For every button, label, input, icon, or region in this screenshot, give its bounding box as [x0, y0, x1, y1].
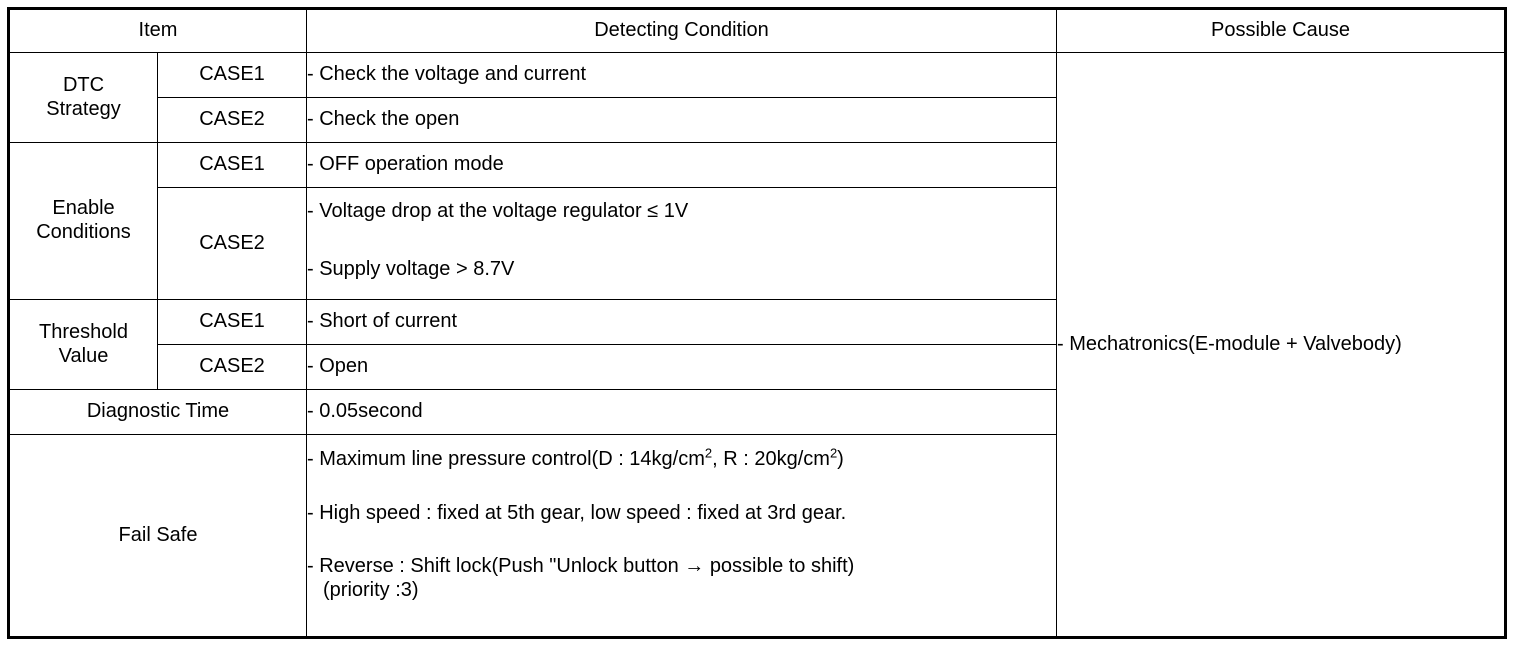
condition-threshold-case1: - Short of current [306, 299, 1057, 345]
case-label-threshold-case1: CASE1 [157, 299, 307, 345]
item-label-diagnostic-time: Diagnostic Time [8, 389, 307, 435]
header-possible-cause: Possible Cause [1056, 8, 1506, 53]
condition-enable-case2: - Voltage drop at the voltage regulator … [306, 187, 1057, 300]
item-label-fail-safe: Fail Safe [8, 434, 307, 638]
table-header-row: Item Detecting Condition Possible Cause [8, 8, 1506, 53]
table-row-enable-conditions-case2: CASE2 - Voltage drop at the voltage regu… [9, 187, 1506, 300]
condition-diagnostic-time: - 0.05second [306, 389, 1057, 435]
fail-safe-line-1-sup2: 2 [829, 445, 838, 461]
condition-enable-case1: - OFF operation mode [306, 142, 1057, 188]
case-label-threshold-case2: CASE2 [157, 344, 307, 390]
table-row-fail-safe: Fail Safe - Maximum line pressure contro… [8, 434, 1506, 638]
fail-safe-line-3: - Reverse : Shift lock(Push "Unlock butt… [307, 555, 855, 578]
condition-dtc-case1: - Check the voltage and current [306, 52, 1057, 98]
fail-safe-spacer-2 [307, 525, 1056, 555]
table-row-dtc-strategy-case2: CASE2 - Check the open [9, 97, 1506, 143]
fail-safe-line-1: - Maximum line pressure control(D : 14kg… [307, 445, 1056, 472]
item-label-dtc-strategy: DTC Strategy [8, 52, 158, 143]
case-label-dtc-case1: CASE1 [157, 52, 307, 98]
item-label-threshold-value-line2: Value [58, 344, 109, 367]
table-row-diagnostic-time: Diagnostic Time - 0.05second [8, 389, 1506, 435]
dtc-diagnostic-table: Item Detecting Condition Possible Cause … [7, 7, 1507, 639]
possible-cause-cell: - Mechatronics(E-module + Valvebody) [1056, 52, 1506, 638]
condition-dtc-case2: - Check the open [306, 97, 1057, 143]
condition-spacer [307, 224, 1056, 258]
fail-safe-line-1-sup1: 2 [704, 445, 713, 461]
case-label-dtc-case2: CASE2 [157, 97, 307, 143]
item-label-dtc-strategy-line1: DTC [62, 73, 105, 96]
item-label-enable-conditions: Enable Conditions [8, 142, 158, 300]
table-row-dtc-strategy-case1: DTC Strategy CASE1 - Check the voltage a… [8, 52, 1506, 638]
condition-fail-safe: - Maximum line pressure control(D : 14kg… [306, 434, 1057, 638]
condition-enable-case2-line2: - Supply voltage > 8.7V [307, 257, 515, 280]
fail-safe-line-4: (priority :3) [323, 578, 419, 601]
fail-safe-line-2: - High speed : fixed at 5th gear, low sp… [307, 501, 847, 524]
condition-enable-case2-line1: - Voltage drop at the voltage regulator … [307, 200, 689, 222]
condition-threshold-case2: - Open [306, 344, 1057, 390]
item-label-dtc-strategy-line2: Strategy [46, 97, 121, 120]
header-item: Item [8, 8, 307, 53]
table-row-threshold-value-case2: CASE2 - Open [9, 344, 1506, 390]
case-label-enable-case2: CASE2 [157, 187, 307, 300]
item-label-threshold-value-line1: Threshold [39, 320, 128, 343]
case-label-enable-case1: CASE1 [157, 142, 307, 188]
fail-safe-spacer-1 [307, 472, 1056, 502]
fail-safe-line-1-pre: - Maximum line pressure control(D : 14kg… [307, 448, 705, 470]
fail-safe-line-1-post: ) [837, 448, 844, 470]
header-detecting-condition: Detecting Condition [306, 8, 1057, 53]
item-label-enable-conditions-line1: Enable [52, 197, 115, 220]
item-label-threshold-value: Threshold Value [8, 299, 158, 390]
table-row-threshold-value-case1: Threshold Value CASE1 - Short of current [8, 299, 1506, 390]
item-label-enable-conditions-line2: Conditions [36, 221, 131, 243]
fail-safe-line-1-mid: , R : 20kg/cm [712, 448, 830, 470]
